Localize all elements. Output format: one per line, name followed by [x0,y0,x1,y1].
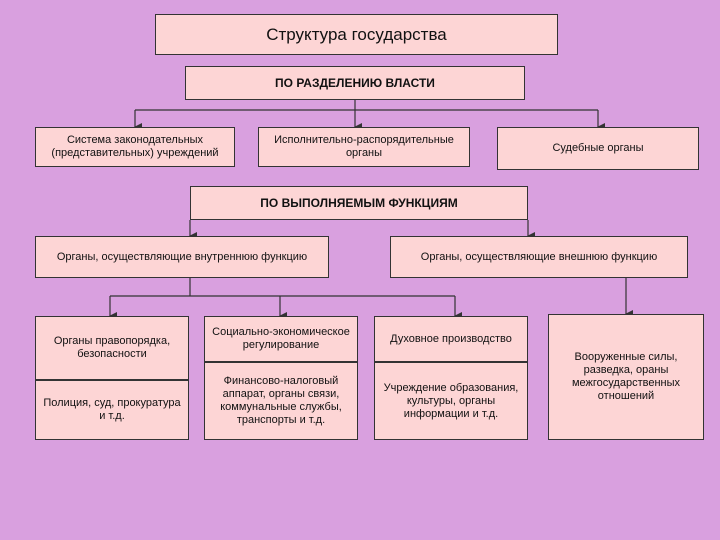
external-function-box: Органы, осуществляющие внешнюю функцию [390,236,688,278]
judicial-box: Судебные органы [497,127,699,170]
internal-group-3-title: Духовное производство [374,316,528,362]
diagram-title: Структура государства [155,14,558,55]
executive-box: Исполнительно-распорядительные органы [258,127,470,167]
internal-group-2-title: Социально-экономическое регулирование [204,316,358,362]
by-power-heading: ПО РАЗДЕЛЕНИЮ ВЛАСТИ [185,66,525,100]
internal-group-1-detail: Полиция, суд, прокуратура и т.д. [35,380,189,440]
internal-group-3-detail: Учреждение образования, культуры, органы… [374,362,528,440]
internal-function-box: Органы, осуществляющие внутреннюю функци… [35,236,329,278]
legislative-box: Система законодательных (представительны… [35,127,235,167]
external-group-box: Вооруженные силы, разведка, ораны межгос… [548,314,704,440]
internal-group-1-title: Органы правопорядка, безопасности [35,316,189,380]
by-function-heading: ПО ВЫПОЛНЯЕМЫМ ФУНКЦИЯМ [190,186,528,220]
internal-group-2-detail: Финансово-налоговый аппарат, органы связ… [204,362,358,440]
